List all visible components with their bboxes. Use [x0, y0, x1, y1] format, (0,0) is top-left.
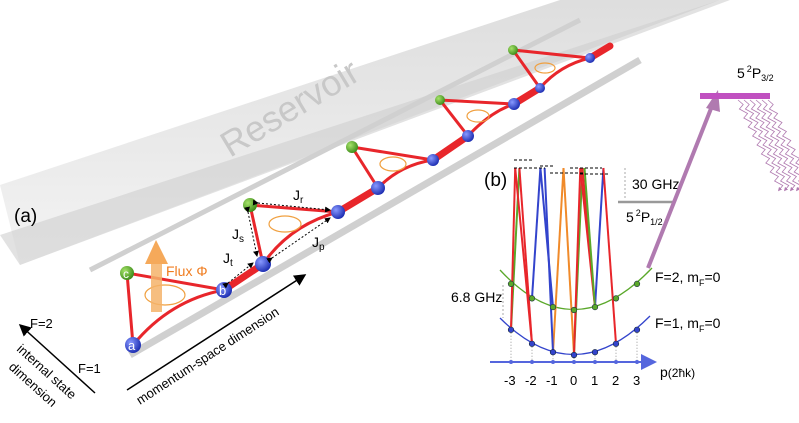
transition-arrow: [552, 167, 565, 353]
tick-label: 2: [612, 373, 619, 388]
p32-level: [700, 93, 770, 99]
purple-arrow: [646, 105, 714, 269]
transition-arrow: [539, 167, 554, 308]
momentum-axis-arrow: [126, 274, 307, 391]
f1-state-dot: [633, 326, 641, 333]
site-a-label: a: [128, 338, 136, 353]
f2-state-dot: [570, 306, 578, 314]
tick-label: 0: [570, 373, 577, 388]
f1-state-dot: [591, 349, 599, 356]
f2-label-a: F=2: [30, 316, 53, 331]
f1-state-dot: [612, 340, 620, 347]
emission-wave: [749, 99, 796, 192]
coupling-arrows: [222, 199, 331, 289]
emission-wave: [761, 99, 799, 182]
transition-arrow: [531, 167, 542, 299]
tick-label: -2: [525, 373, 537, 388]
tick-mark: [551, 360, 555, 364]
flux-arrow: [145, 240, 168, 312]
f1-label-a: F=1: [78, 361, 101, 376]
tick-label: -3: [504, 373, 516, 388]
coupling-js: Js: [232, 226, 244, 245]
tick-mark: [530, 360, 534, 364]
coupling-jr: Jr: [293, 187, 304, 206]
tick-mark: [593, 360, 597, 364]
transition-arrow: [514, 167, 533, 344]
emission-wave: [755, 99, 799, 192]
tick-label: 3: [633, 373, 640, 388]
tick-mark: [509, 360, 513, 364]
f1-state-dot: [528, 340, 536, 347]
panel-a-label: (a): [14, 206, 37, 227]
site-b-label: b: [219, 283, 226, 298]
momentum-axis-label: momentum-space dimension: [133, 304, 281, 407]
tick-mark: [572, 360, 576, 364]
transition-arrow: [583, 167, 596, 308]
transition-arrow: [573, 167, 582, 356]
f2-state-dot: [549, 304, 557, 311]
detuning-label: 30 GHz: [632, 176, 679, 192]
f2-state-dot: [612, 295, 620, 302]
f2-level-label: F=2, mF=0: [655, 269, 721, 288]
tick-label: 1: [591, 373, 598, 388]
f1-state-dot: [507, 326, 515, 333]
emission-wave: [743, 99, 790, 192]
rails: [88, 17, 642, 359]
panel-b-label: (b): [484, 170, 507, 191]
tick-label: -1: [546, 373, 558, 388]
tick-mark: [635, 360, 639, 364]
internal-axis-arrow: [18, 323, 96, 394]
f2-state-dot: [633, 280, 641, 288]
flux-label: Flux Φ: [166, 263, 208, 279]
virtual-levels: [514, 159, 610, 175]
f1-level-label: F=1, mF=0: [655, 315, 721, 334]
hyperfine-label: 6.8 GHz: [451, 289, 502, 305]
f2-state-dot: [591, 304, 599, 311]
axis-label-p: p(2ħk): [660, 364, 695, 380]
site-c-label: c: [123, 267, 129, 281]
f2-state-dot: [507, 280, 515, 288]
f1-state-dot: [549, 349, 557, 356]
transition-arrow: [543, 167, 554, 353]
transition-arrow: [562, 167, 575, 356]
coupling-jt: Jt: [223, 250, 233, 269]
tick-mark: [614, 360, 618, 364]
coupling-jp: Jp: [312, 234, 325, 253]
f2-state-dot: [528, 295, 536, 302]
transition-arrow: [510, 167, 517, 330]
raman-transitions: [507, 167, 641, 359]
emission-wave: [737, 99, 784, 192]
transition-arrow: [594, 167, 605, 308]
spontaneous-emission-waves: [737, 99, 799, 192]
f1-state-dot: [570, 351, 578, 359]
emission-wave: [767, 99, 799, 166]
transition-arrow: [602, 167, 617, 344]
